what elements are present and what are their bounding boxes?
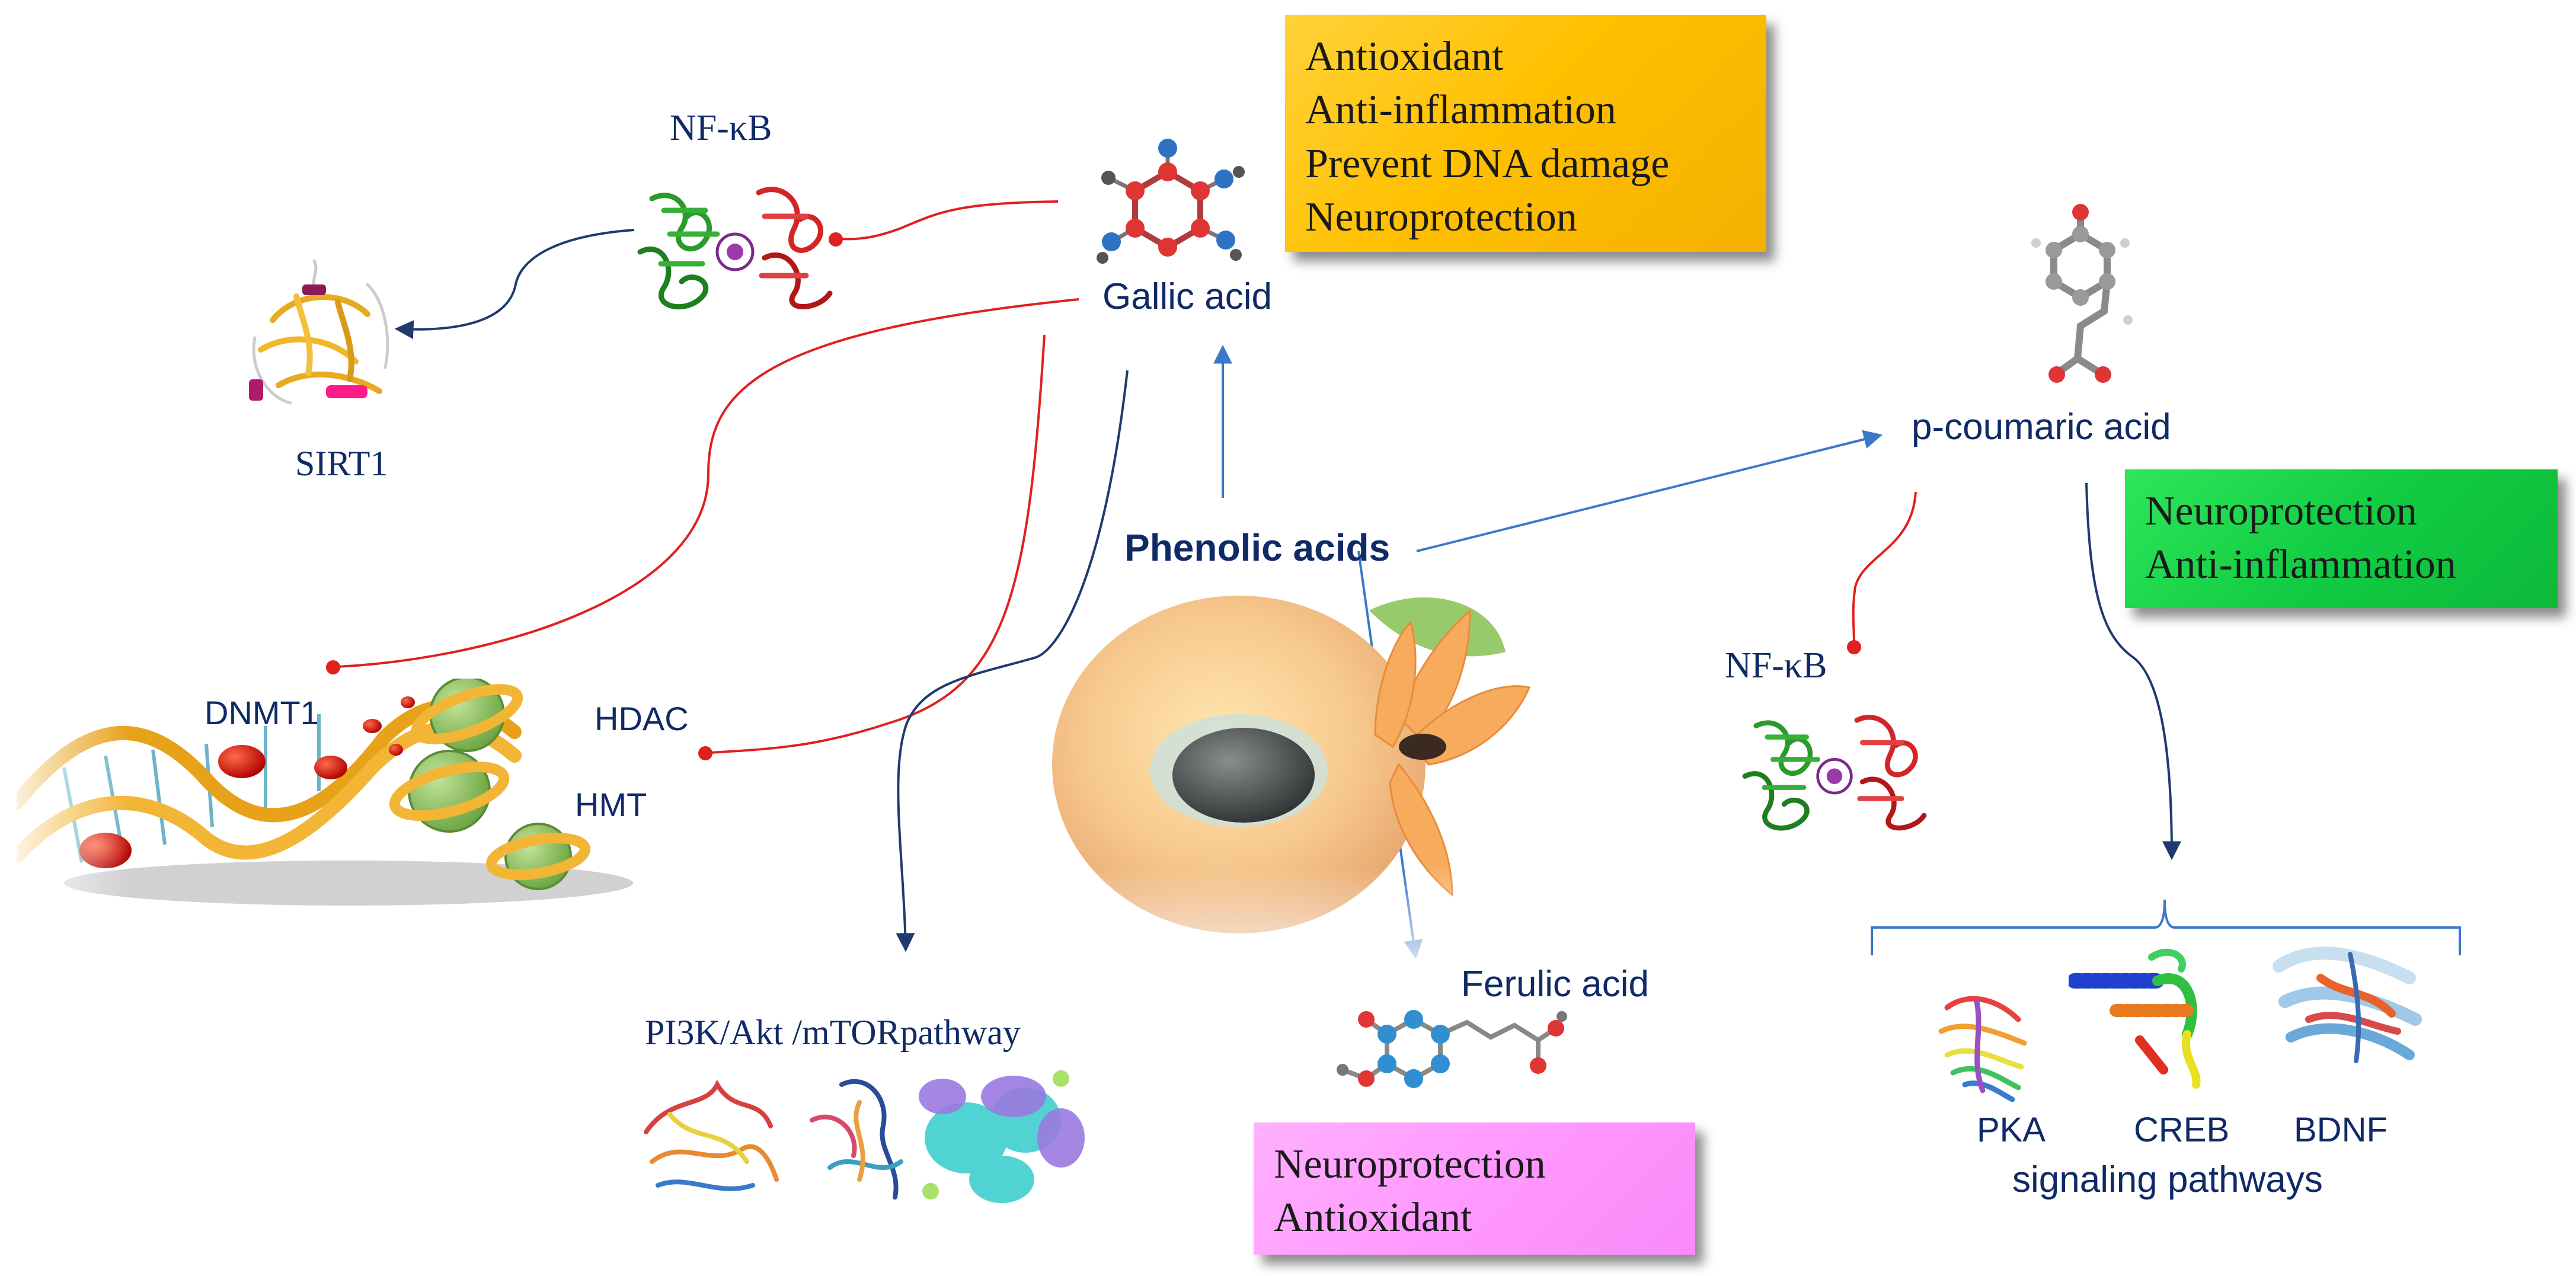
hmt-label: HMT bbox=[575, 786, 647, 823]
sapodilla-fruit-flower-icon bbox=[1043, 596, 1547, 990]
nf-kb-protein-icon bbox=[637, 187, 833, 310]
inhibition-dot bbox=[829, 232, 843, 247]
bdnf-label: BDNF bbox=[2294, 1111, 2388, 1149]
edge-nfkb-to-sirt1 bbox=[394, 229, 635, 340]
phenolic-acids-title: Phenolic acids bbox=[1124, 526, 1391, 569]
effect-item: Prevent DNA damage bbox=[1305, 140, 1670, 187]
effect-item: Anti-inflammation bbox=[1305, 87, 1616, 133]
pi3k-akt-mtor-protein-icon bbox=[644, 1070, 1085, 1203]
p-coumaric-acid-label: p-coumaric acid bbox=[1912, 407, 2171, 447]
effect-item: Antioxidant bbox=[1274, 1195, 1472, 1241]
pka-protein-icon bbox=[1938, 996, 2027, 1102]
nf-kb-protein-icon bbox=[1742, 715, 1927, 831]
edge-gallic-inhibits-dnmt1 bbox=[337, 298, 1079, 668]
gallic-acid-label: Gallic acid bbox=[1102, 276, 1272, 317]
edge-gallic-to-pi3k bbox=[896, 370, 1129, 952]
gallic-acid-effects-box: Antioxidant Anti-inflammation Prevent DN… bbox=[1285, 15, 1766, 252]
hdac-label: HDAC bbox=[595, 700, 689, 737]
sirt1-label: SIRT1 bbox=[295, 444, 388, 483]
effect-item: Neuroprotection bbox=[1274, 1141, 1546, 1187]
inhibition-dot bbox=[326, 660, 340, 674]
edge-coumaric-to-signaling bbox=[2085, 482, 2181, 861]
bdnf-protein-icon bbox=[2273, 946, 2422, 1063]
p-coumaric-acid-molecule-icon bbox=[2031, 204, 2133, 383]
pka-label: PKA bbox=[1977, 1111, 2046, 1149]
edge-coumaric-inhibits-nfkb bbox=[1852, 491, 1917, 642]
inhibition-dot bbox=[1847, 640, 1861, 654]
p-coumaric-acid-effects-box: Neuroprotection Anti-inflammation bbox=[2125, 469, 2558, 608]
dnmt1-label: DNMT1 bbox=[204, 694, 319, 731]
effect-item: Antioxidant bbox=[1305, 34, 1504, 79]
ferulic-acid-effects-box: Neuroprotection Antioxidant bbox=[1254, 1123, 1695, 1255]
edge-gallic-inhibits-hdac bbox=[709, 334, 1046, 754]
signaling-pathways-label: signaling pathways bbox=[2012, 1159, 2323, 1200]
signaling-bracket bbox=[1871, 899, 2461, 955]
nfkb-left-label: NF-κB bbox=[670, 108, 772, 148]
edge-gallic-inhibits-nfkb bbox=[840, 200, 1059, 241]
effect-item: Anti-inflammation bbox=[2145, 542, 2456, 588]
ferulic-acid-molecule-icon bbox=[1337, 1010, 1567, 1088]
ferulic-acid-label: Ferulic acid bbox=[1461, 964, 1649, 1005]
effect-item: Neuroprotection bbox=[1305, 194, 1577, 240]
edge-phenolic-to-coumaric bbox=[1416, 430, 1883, 552]
dna-helix-icon bbox=[17, 679, 645, 916]
creb-label: CREB bbox=[2134, 1111, 2230, 1149]
sirt1-protein-icon bbox=[249, 259, 389, 405]
effect-item: Neuroprotection bbox=[2145, 488, 2417, 534]
inhibition-dot bbox=[698, 746, 712, 760]
creb-protein-icon bbox=[2069, 948, 2201, 1089]
nfkb-right-label: NF-κB bbox=[1725, 645, 1827, 686]
gallic-acid-molecule-icon bbox=[1097, 139, 1245, 264]
pi3k-pathway-label: PI3K/Akt /mTORpathway bbox=[645, 1013, 1021, 1052]
